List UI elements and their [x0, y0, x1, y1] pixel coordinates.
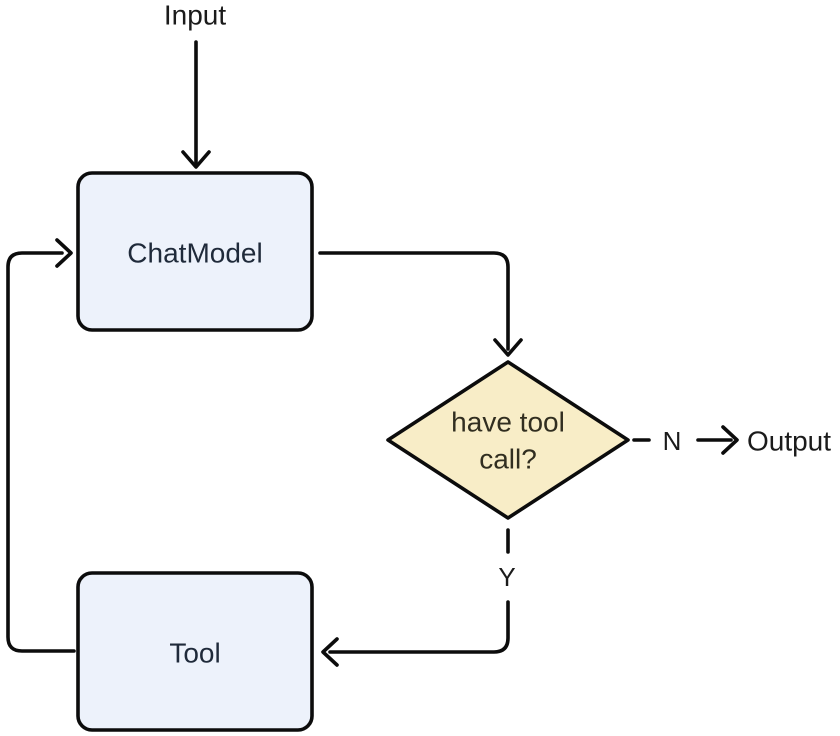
decision-to-tool-arrow — [321, 528, 510, 667]
chatmodel-label: ChatModel — [127, 238, 262, 269]
chatmodel-node — [76, 171, 314, 332]
input-to-chatmodel-arrow — [181, 40, 211, 169]
decision-label-line1: have tool — [451, 407, 565, 438]
output-label: Output — [747, 426, 831, 457]
decision-to-output-arrow — [632, 425, 739, 455]
decision-node — [386, 360, 630, 520]
tool-label: Tool — [169, 638, 220, 669]
tool-node — [76, 571, 314, 732]
decision-label-line2: call? — [479, 444, 537, 475]
tool-to-chatmodel-arrow — [6, 238, 76, 653]
no-branch-label: N — [663, 426, 682, 456]
input-label: Input — [164, 0, 226, 31]
chatmodel-to-decision-arrow — [318, 251, 523, 357]
yes-branch-label: Y — [498, 562, 515, 592]
